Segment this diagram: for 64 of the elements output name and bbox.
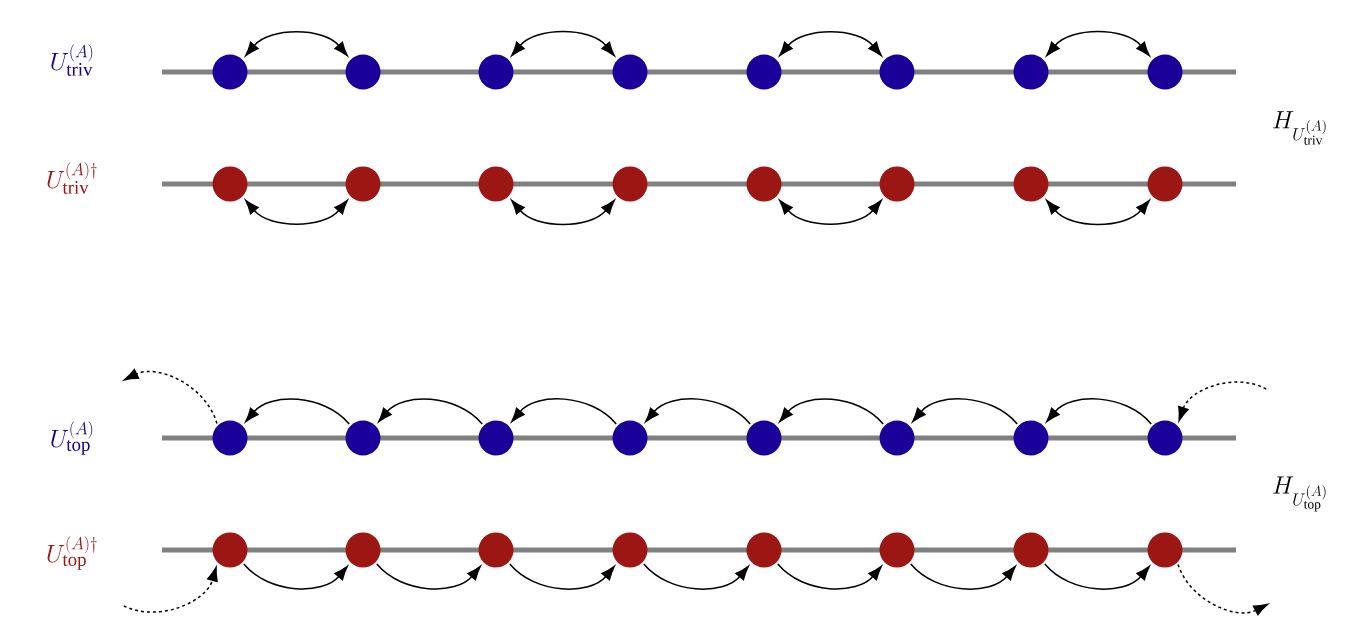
operator-label: $U^{(A)}_{\mathrm{triv}}$ (51, 44, 93, 76)
site-dot (879, 420, 915, 456)
site-dot (212, 420, 248, 456)
hopping-arrow (376, 563, 481, 590)
hopping-arrow (779, 199, 882, 225)
site-dot (212, 532, 248, 568)
site-dot (1147, 532, 1183, 568)
hopping-arrow (243, 563, 348, 590)
boundary-arrow (1177, 563, 1269, 616)
hamiltonian-label: $H_{U^{(A)}_{\mathrm{triv}}}$ (1273, 111, 1326, 145)
hopping-arrow (1046, 30, 1150, 57)
site-dot (746, 420, 782, 456)
hopping-arrow (378, 398, 483, 425)
hamiltonian-label: $H_{U^{(A)}_{\mathrm{top}}}$ (1273, 476, 1326, 512)
site-dot (746, 54, 782, 90)
site-dot (345, 166, 381, 202)
hopping-arrow (643, 563, 749, 590)
operator-label: $U^{(A)\dagger}_{\mathrm{triv}}$ (47, 162, 97, 194)
boundary-arrow (123, 566, 218, 613)
site-dot (478, 532, 514, 568)
site-dot (1013, 54, 1049, 90)
site-dot (1147, 166, 1183, 202)
site-dot (212, 54, 248, 90)
operator-label: $U^{(A)}_{\mathrm{top}}$ (51, 421, 93, 455)
hopping-arrow (1046, 199, 1150, 226)
hopping-arrow (777, 563, 882, 590)
hopping-arrow (245, 398, 350, 425)
hopping-arrow (511, 199, 615, 226)
site-dot (478, 166, 514, 202)
hopping-arrow (1044, 563, 1150, 590)
site-dot (345, 54, 381, 90)
site-dot (612, 532, 648, 568)
hopping-arrow (511, 30, 615, 57)
site-dot (1013, 166, 1049, 202)
site-dot (612, 166, 648, 202)
site-dot (1147, 54, 1183, 90)
hopping-arrow (509, 563, 615, 590)
boundary-arrow (1178, 381, 1267, 422)
hopping-arrow (912, 398, 1018, 425)
site-dot (879, 166, 915, 202)
hopping-arrow (245, 199, 348, 225)
hopping-arrow (1046, 398, 1152, 425)
site-dot (1013, 420, 1049, 456)
boundary-arrow (124, 369, 218, 425)
site-dot (746, 532, 782, 568)
hopping-arrow (910, 563, 1016, 590)
site-dot (345, 532, 381, 568)
site-dot (612, 420, 648, 456)
site-dot (879, 532, 915, 568)
site-dot (478, 420, 514, 456)
site-dot (879, 54, 915, 90)
hopping-arrow (245, 31, 348, 57)
hopping-arrow (779, 31, 882, 57)
site-dot (1013, 532, 1049, 568)
site-dot (212, 166, 248, 202)
hopping-arrow (645, 398, 751, 425)
site-dot (1147, 420, 1183, 456)
site-dot (612, 54, 648, 90)
operator-label: $U^{(A)\dagger}_{\mathrm{top}}$ (47, 536, 97, 570)
site-dot (478, 54, 514, 90)
hopping-arrow (511, 398, 617, 425)
hopping-arrow (779, 398, 884, 425)
site-dot (746, 166, 782, 202)
site-dot (345, 420, 381, 456)
